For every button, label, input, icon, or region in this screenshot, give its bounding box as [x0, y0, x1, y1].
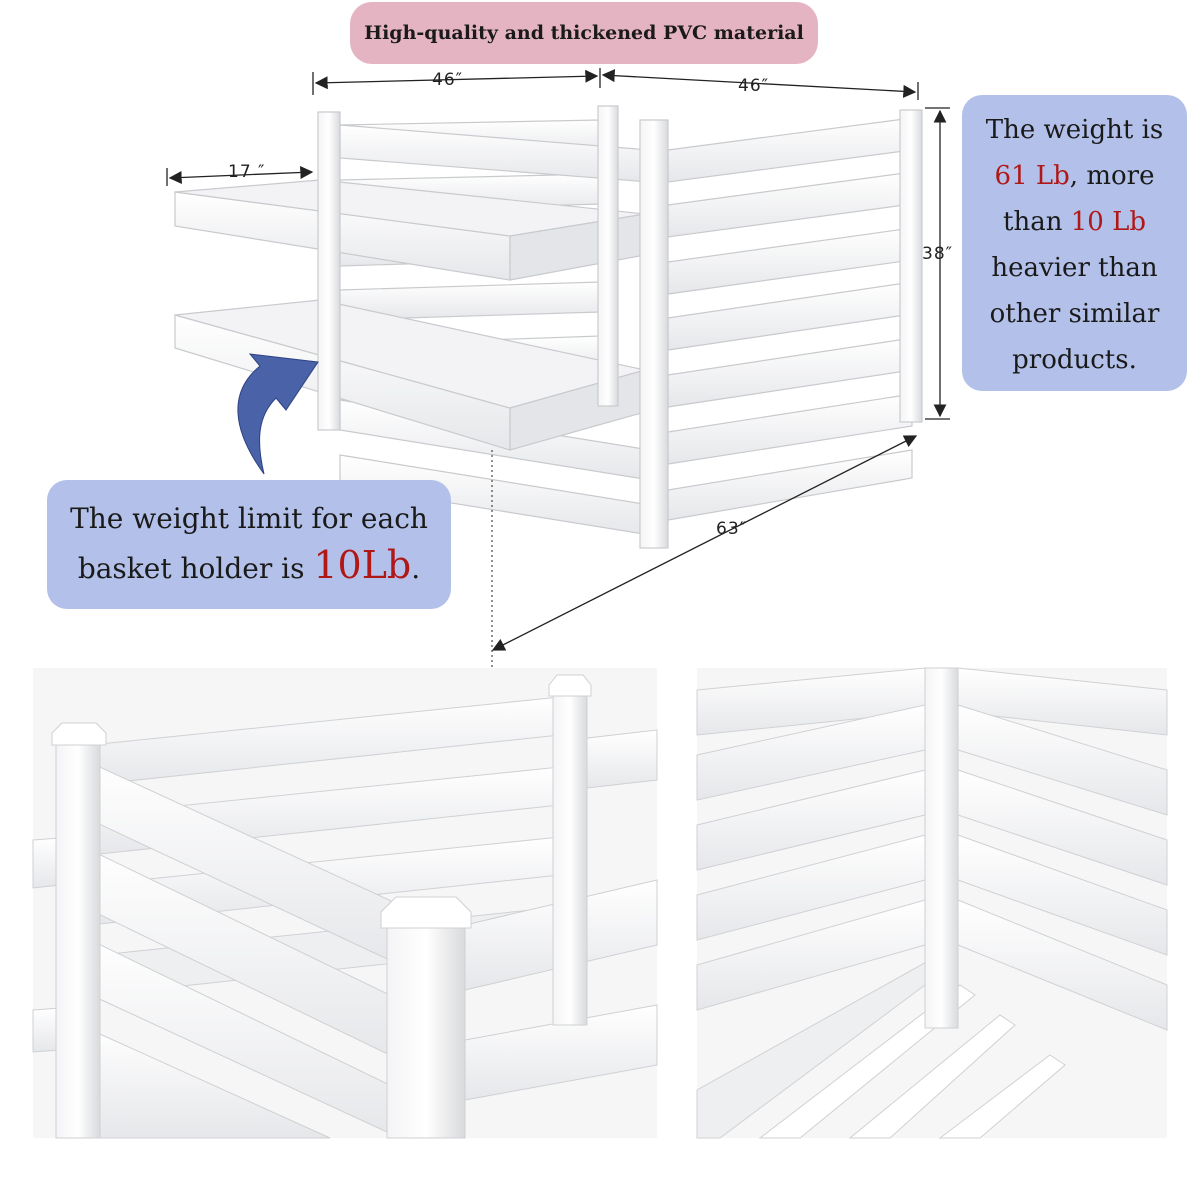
material-banner-text: High-quality and thickened PVC material — [364, 22, 804, 44]
dimension-lines — [166, 68, 950, 668]
material-banner: High-quality and thickened PVC material — [350, 2, 818, 64]
extra-weight-value: 10 Lb — [1070, 207, 1146, 237]
post-back-left — [317, 111, 341, 431]
post-right — [899, 109, 923, 423]
weight-line-3: than 10 Lb — [962, 199, 1187, 245]
detail-photo-inner-corner — [696, 667, 1168, 1139]
weight-line-3-pre: than — [1003, 207, 1071, 237]
weight-line-4: heavier than — [991, 253, 1158, 283]
weight-line-6: products. — [1012, 345, 1137, 375]
limit-line-2-pre: basket holder is — [77, 552, 314, 585]
weight-value: 61 Lb — [994, 161, 1070, 191]
limit-line-2-post: . — [411, 552, 421, 585]
weight-line-5: other similar — [989, 299, 1160, 329]
dim-shelf-depth: 17 ″ — [228, 162, 266, 182]
weight-line-2: 61 Lb, more — [962, 153, 1187, 199]
post-front-corner — [639, 119, 669, 549]
weight-limit-box: The weight limit for each basket holder … — [47, 480, 451, 609]
curved-arrow-icon — [237, 353, 319, 475]
right-wall — [667, 117, 913, 521]
post-back-right — [597, 105, 619, 407]
detail-photo-front — [32, 668, 658, 1139]
limit-line-2: basket holder is 10Lb. — [47, 542, 451, 592]
dim-width-left: 46″ — [432, 70, 463, 90]
dim-length: 63″ — [716, 519, 747, 539]
dim-height: 38″ — [922, 244, 953, 264]
limit-line-1: The weight limit for each — [70, 502, 428, 535]
weight-info-box: The weight is 61 Lb, more than 10 Lb hea… — [962, 95, 1187, 391]
dim-width-right: 46″ — [738, 76, 769, 96]
weight-line-2-rest: , more — [1069, 161, 1155, 191]
weight-line-1: The weight is — [985, 115, 1164, 145]
limit-value: 10Lb — [313, 543, 412, 587]
